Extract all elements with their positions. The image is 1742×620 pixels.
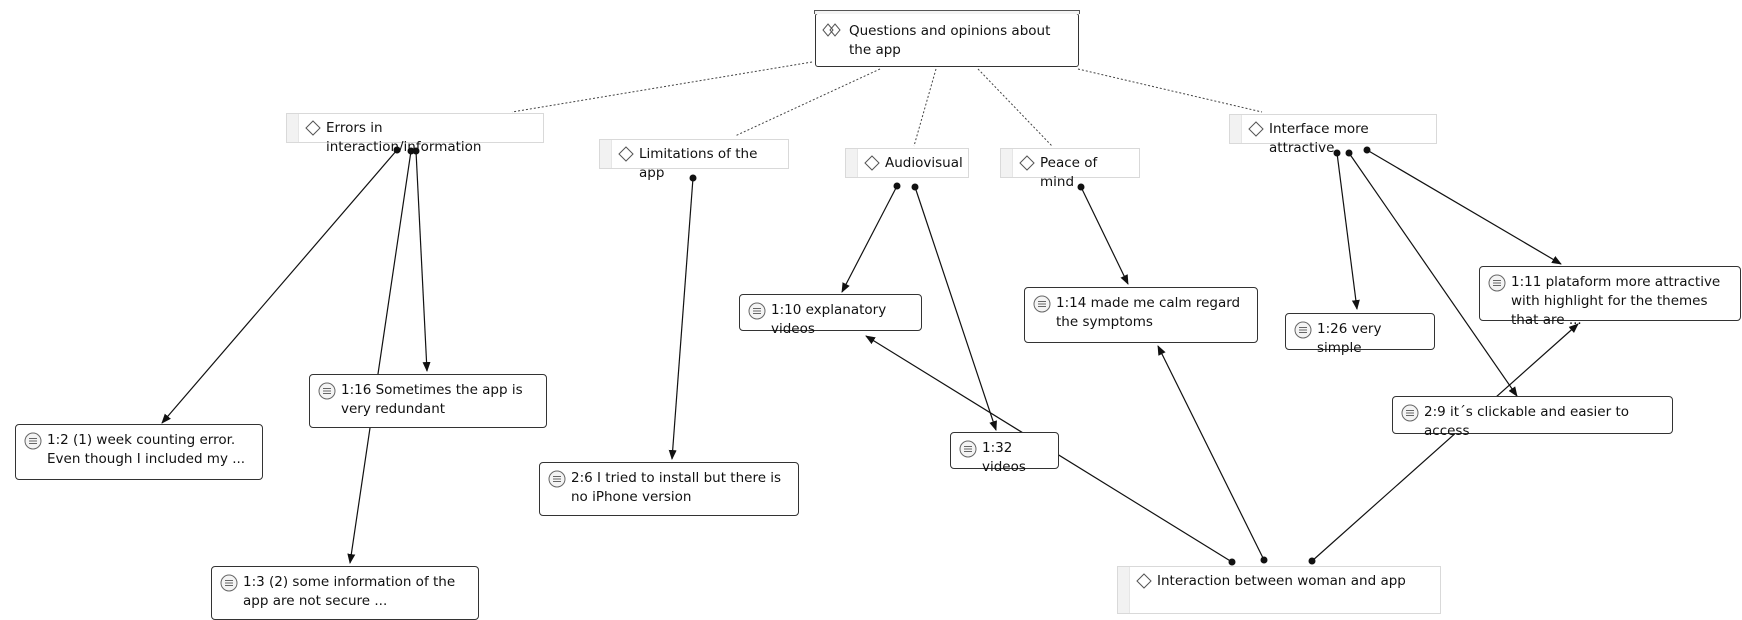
quotation-label: 2:9 it´s clickable and easier to access <box>1424 404 1630 439</box>
double-diamond-icon <box>822 23 844 43</box>
diamond-icon <box>864 155 880 177</box>
quotation-icon <box>1401 404 1419 428</box>
quotation-icon <box>959 440 977 464</box>
code-node-interaction[interactable]: Interaction between woman and app <box>1117 566 1441 614</box>
root-label: Questions and opinions about the app <box>849 23 1051 58</box>
quotation-label: 1:11 plataform more attractive with high… <box>1511 274 1721 328</box>
code-node-audiovisual[interactable]: Audiovisual <box>845 148 969 178</box>
code-label: Limitations of the app <box>639 146 758 181</box>
quotation-1-11[interactable]: 1:11 plataform more attractive with high… <box>1479 266 1741 328</box>
diamond-icon <box>618 146 634 168</box>
link-errors-q1-2 <box>161 149 398 424</box>
quotation-2-9[interactable]: 2:9 it´s clickable and easier to access <box>1392 396 1673 439</box>
link-audiovisual-q1-10 <box>841 185 898 293</box>
root-link-peace <box>977 68 1053 147</box>
root-link-limitations <box>734 68 881 137</box>
code-label: Audiovisual <box>885 155 963 171</box>
link-interface-q1-11 <box>1366 149 1562 265</box>
code-node-errors[interactable]: Errors in interaction/information <box>286 113 544 155</box>
quotation-label: 1:3 (2) some information of the app are … <box>243 574 456 609</box>
root-link-audiovisual <box>913 68 937 147</box>
quotation-icon <box>24 432 42 456</box>
quotation-icon <box>318 382 336 406</box>
quotation-1-2[interactable]: 1:2 (1) week counting error. Even though… <box>15 424 263 480</box>
quotation-label: 2:6 I tried to install but there is no i… <box>571 470 782 505</box>
link-interface-q1-26 <box>1336 152 1360 310</box>
diamond-icon <box>1136 573 1152 595</box>
code-label: Interaction between woman and app <box>1157 573 1406 589</box>
quotation-icon <box>220 574 238 598</box>
code-label: Peace of mind <box>1040 155 1098 190</box>
root-node[interactable]: Questions and opinions about the app <box>814 10 1080 67</box>
code-node-interface[interactable]: Interface more attractive <box>1229 114 1437 156</box>
quotation-1-10[interactable]: 1:10 explanatory videos <box>739 294 922 337</box>
quotation-label: 1:16 Sometimes the app is very redundant <box>341 382 523 417</box>
quotation-icon <box>1033 295 1051 319</box>
quotation-1-16[interactable]: 1:16 Sometimes the app is very redundant <box>309 374 547 428</box>
quotation-1-14[interactable]: 1:14 made me calm regard the symptoms <box>1024 287 1258 343</box>
quotation-1-26[interactable]: 1:26 very simple <box>1285 313 1435 356</box>
quotation-1-3[interactable]: 1:3 (2) some information of the app are … <box>211 566 479 620</box>
code-label: Interface more attractive <box>1269 121 1369 156</box>
link-errors-q1-3 <box>347 150 412 564</box>
quotation-icon <box>1488 274 1506 298</box>
quotation-2-6[interactable]: 2:6 I tried to install but there is no i… <box>539 462 799 516</box>
root-link-errors <box>511 61 813 113</box>
quotation-label: 1:32 videos <box>982 440 1026 475</box>
quotation-icon <box>1294 321 1312 345</box>
link-limitations-q2-6 <box>668 177 694 460</box>
link-errors-q1-16 <box>415 150 431 372</box>
diamond-icon <box>305 120 321 142</box>
quotation-icon <box>748 302 766 326</box>
quotation-label: 1:26 very simple <box>1317 321 1382 356</box>
code-node-peace[interactable]: Peace of mind <box>1000 148 1140 190</box>
code-label: Errors in interaction/information <box>326 120 482 155</box>
quotation-1-32[interactable]: 1:32 videos <box>950 432 1059 475</box>
link-interaction-q1-11 <box>1311 323 1579 562</box>
quotation-label: 1:2 (1) week counting error. Even though… <box>47 432 246 467</box>
link-peace-q1-14 <box>1080 186 1129 285</box>
quotation-icon <box>548 470 566 494</box>
diamond-icon <box>1248 121 1264 143</box>
quotation-label: 1:14 made me calm regard the symptoms <box>1056 295 1241 330</box>
code-node-limitations[interactable]: Limitations of the app <box>599 139 789 181</box>
link-audiovisual-q1-32 <box>914 186 997 431</box>
root-link-interface <box>1077 68 1263 113</box>
diamond-icon <box>1019 155 1035 177</box>
link-interface-q2-9 <box>1348 152 1518 397</box>
link-interaction-q1-14 <box>1157 345 1265 561</box>
quotation-label: 1:10 explanatory videos <box>771 302 887 337</box>
